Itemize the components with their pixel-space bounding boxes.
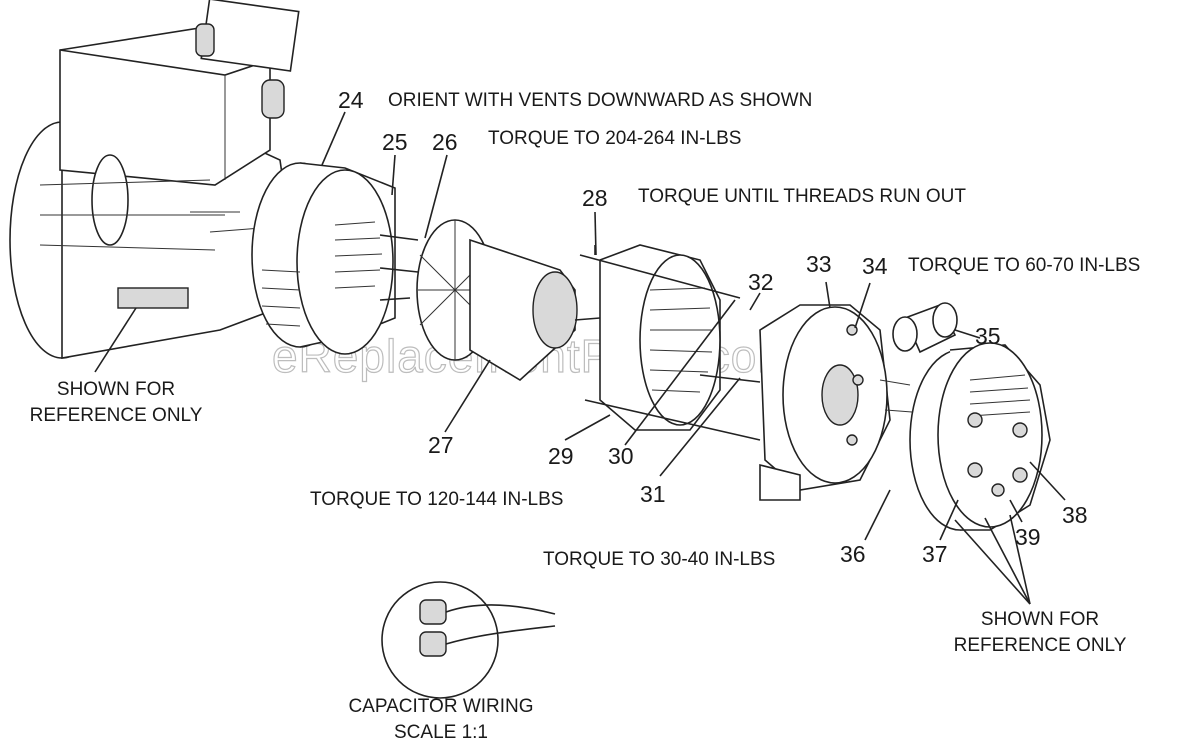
note-torque-204-264: TORQUE TO 204-264 IN-LBS: [488, 128, 741, 149]
reference-left-line2: REFERENCE ONLY: [30, 405, 203, 426]
part-29-stator: [599, 244, 721, 431]
part-27-rotor: [416, 219, 601, 381]
callout-37: 37: [922, 541, 948, 567]
callout-36: 36: [840, 541, 866, 567]
callout-39: 39: [1015, 524, 1041, 550]
leader-lines: [94, 111, 1066, 605]
callout-24: 24: [338, 87, 364, 113]
callout-31: 31: [640, 481, 666, 507]
callout-32: 32: [748, 269, 774, 295]
callout-26: 26: [432, 129, 458, 155]
part-35-capacitor: [892, 302, 958, 354]
callout-35: 35: [975, 323, 1001, 349]
note-torque-60-70: TORQUE TO 60-70 IN-LBS: [908, 255, 1140, 276]
callout-38: 38: [1062, 502, 1088, 528]
part-26-studs: [379, 234, 419, 301]
callout-34: 34: [862, 253, 888, 279]
callout-33: 33: [806, 251, 832, 277]
callout-30: 30: [608, 443, 634, 469]
capacitor-wiring-detail: [381, 581, 556, 699]
callout-25: 25: [382, 129, 408, 155]
part-33-end-bell: [759, 304, 913, 501]
note-torque-30-40: TORQUE TO 30-40 IN-LBS: [543, 549, 775, 570]
reference-right-line1: SHOWN FOR: [981, 609, 1099, 630]
callout-29: 29: [548, 443, 574, 469]
part-37-control-panel: [909, 342, 1051, 531]
callout-27: 27: [428, 432, 454, 458]
engine-illustration: [9, 0, 301, 359]
part-24-housing: [251, 162, 396, 355]
reference-right-line2: REFERENCE ONLY: [954, 635, 1127, 656]
note-torque-threads: TORQUE UNTIL THREADS RUN OUT: [638, 186, 966, 207]
through-bolts: [579, 245, 761, 441]
reference-left-line1: SHOWN FOR: [57, 379, 175, 400]
capacitor-wiring-title: CAPACITOR WIRING: [348, 696, 533, 717]
capacitor-wiring-scale: SCALE 1:1: [394, 722, 488, 743]
note-orient-vents: ORIENT WITH VENTS DOWNWARD AS SHOWN: [388, 90, 812, 111]
note-torque-120-144: TORQUE TO 120-144 IN-LBS: [310, 489, 563, 510]
callout-28: 28: [582, 185, 608, 211]
